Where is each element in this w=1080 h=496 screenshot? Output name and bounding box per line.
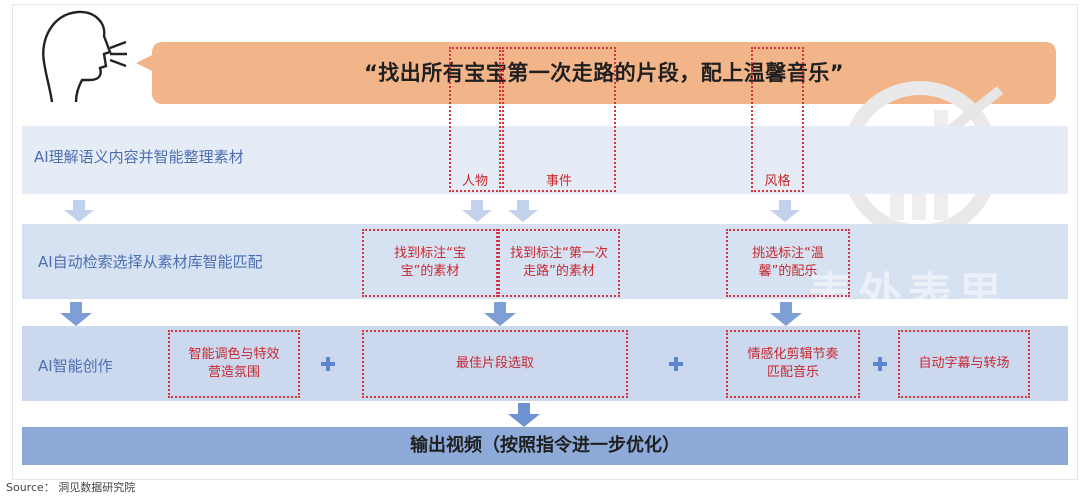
create-rhythm-edit-box: 情感化剪辑节奏匹配音乐	[726, 330, 860, 398]
plus-icon	[669, 357, 683, 371]
retrieve-baby-text: 找到标注“宝宝”的素材	[394, 246, 466, 279]
tag-event: 事件	[545, 174, 572, 189]
stage-understand-label: AI理解语义内容并智能整理素材	[34, 148, 244, 166]
stage-create-row	[22, 326, 1068, 401]
user-command-quote: “找出所有宝宝第一次走路的片段，配上温馨音乐”	[363, 61, 845, 85]
tag-style: 风格	[764, 174, 791, 189]
plus-icon	[873, 357, 887, 371]
final-output-bar	[22, 427, 1068, 465]
create-color-effects-text: 智能调色与特效营造氛围	[188, 347, 280, 380]
watermark-text-cn: 表外表里	[808, 269, 1008, 320]
stage-create-label: AI智能创作	[38, 357, 113, 375]
down-arrow-icon	[508, 403, 540, 427]
watermark-text-en: VISION FINANCE	[810, 306, 1029, 330]
plus-icon	[321, 357, 335, 371]
create-subtitles-box: 自动字幕与转场	[898, 330, 1030, 398]
retrieve-warm-music-box: 挑选标注“温馨”的配乐	[726, 229, 850, 297]
stage-understand-row	[22, 126, 1068, 194]
tag-person: 人物	[461, 174, 488, 189]
create-rhythm-edit-text: 情感化剪辑节奏匹配音乐	[747, 347, 839, 380]
create-best-clip-box: 最佳片段选取	[362, 330, 628, 398]
retrieve-warm-music-text: 挑选标注“温馨”的配乐	[752, 246, 824, 279]
down-arrow-icon	[64, 200, 94, 222]
highlight-person-column	[449, 47, 501, 192]
create-subtitles-text: 自动字幕与转场	[918, 356, 1010, 371]
retrieve-baby-box: 找到标注“宝宝”的素材	[362, 229, 498, 297]
highlight-event-column	[502, 47, 616, 192]
retrieve-first-walk-text: 找到标注“第一次走路”的素材	[510, 246, 608, 279]
retrieve-first-walk-box: 找到标注“第一次走路”的素材	[498, 229, 620, 297]
speech-bubble-tail	[136, 54, 154, 72]
down-arrow-icon	[508, 200, 538, 222]
create-best-clip-text: 最佳片段选取	[455, 356, 534, 371]
create-color-effects-box: 智能调色与特效营造氛围	[168, 330, 300, 398]
stage-retrieve-label: AI自动检索选择从素材库智能匹配	[38, 253, 263, 271]
down-arrow-icon	[462, 200, 492, 222]
down-arrow-icon	[770, 200, 800, 222]
source-note: Source： 洞见数据研究院	[6, 481, 136, 494]
down-arrow-icon	[60, 302, 92, 326]
stage-retrieve-row	[22, 224, 1068, 299]
final-output-label: 输出视频（按照指令进一步优化）	[410, 435, 680, 456]
speaking-person-icon	[42, 10, 127, 103]
down-arrow-icon	[484, 302, 516, 326]
down-arrow-icon	[770, 302, 802, 326]
highlight-style-column	[751, 47, 804, 192]
diagram-frame	[12, 4, 1078, 480]
